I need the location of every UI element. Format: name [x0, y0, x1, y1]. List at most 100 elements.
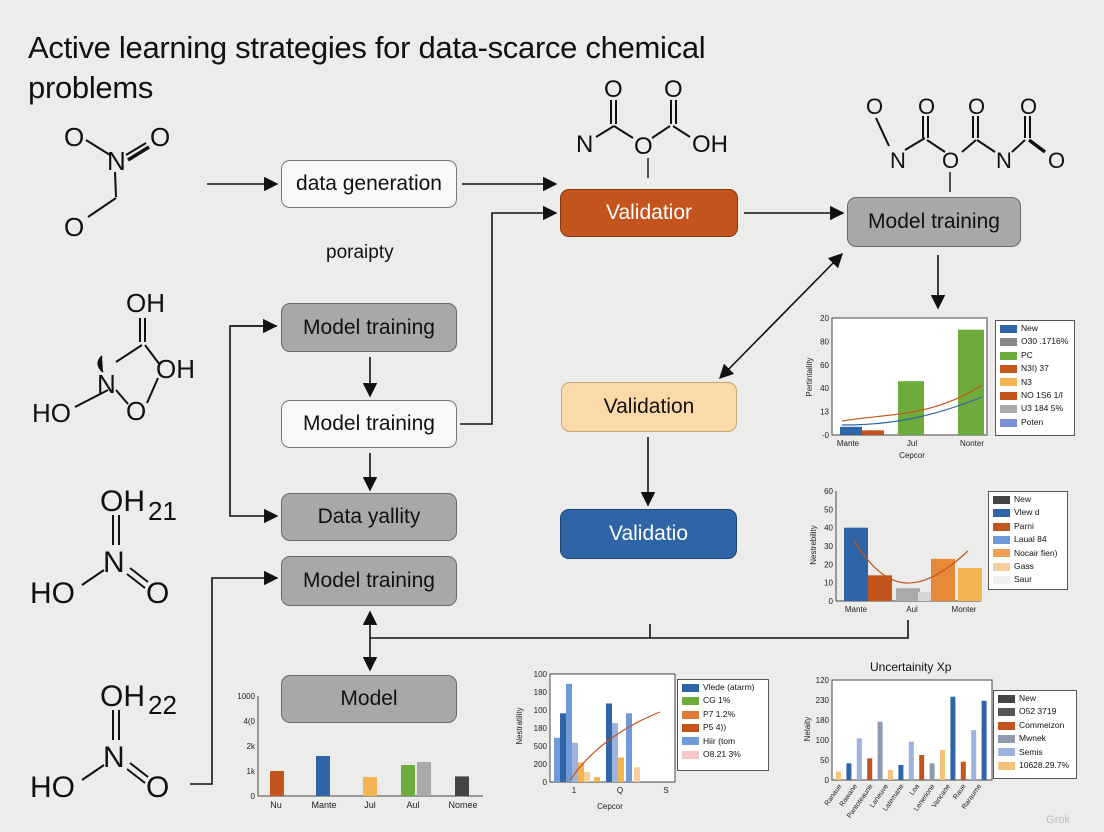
legend-swatch [1000, 391, 1017, 400]
legend-item: P5 4)) [682, 721, 764, 734]
x-tick-label: Loa [909, 783, 921, 797]
box-data-yallity[interactable]: Data yallity [281, 493, 457, 541]
legend-swatch [993, 576, 1010, 585]
legend-swatch [1000, 351, 1017, 360]
tick-label: 0 [251, 792, 256, 801]
arrow-mt2-to-validation [460, 205, 558, 425]
tick-label: 0 [829, 597, 834, 606]
bar [618, 757, 624, 782]
box-model-training-2[interactable]: Model training [281, 400, 457, 448]
legend-label: Gass [1014, 561, 1034, 572]
legend-item: Poten [1000, 416, 1070, 429]
legend-item: U3 184 5% [1000, 402, 1070, 415]
legend-label: O52 3719 [1019, 706, 1057, 717]
x-tick-label: Raue [952, 783, 967, 801]
svg-text:OH: OH [126, 288, 165, 318]
bar [958, 329, 984, 435]
axis-label: Nestrebility [809, 525, 818, 565]
box-validation-peach[interactable]: Validation [561, 382, 737, 432]
svg-text:O: O [942, 148, 959, 173]
bar [844, 527, 868, 601]
box-model[interactable]: Model [281, 675, 457, 723]
x-tick-label: Jul [364, 800, 376, 810]
tick-label: -0 [822, 431, 830, 440]
tick-label: 230 [816, 696, 830, 705]
bar [867, 758, 873, 780]
box-model-training-3[interactable]: Model training [281, 556, 457, 606]
legend-label: NO 1S6 1/I [1021, 390, 1064, 401]
tick-label: 180 [534, 688, 548, 697]
bar [572, 742, 578, 782]
chart-4-title: Uncertainity Xp [870, 660, 952, 674]
legend-item: New [1000, 322, 1070, 335]
bar [929, 763, 935, 780]
svg-text:HO: HO [32, 398, 71, 428]
legend-label: Commeizon [1019, 719, 1065, 730]
molecule-top-middle: O O N O OH [576, 76, 728, 178]
legend-item: Commeizon [998, 719, 1072, 732]
svg-text:O: O [634, 133, 653, 160]
trend-line [853, 540, 969, 584]
tick-label: 1000 [237, 692, 255, 701]
chart-3-legend: Vlede (atarm)CG 1%P7 1.2%P5 4))Hiir (tom… [677, 679, 769, 771]
svg-text:OH: OH [100, 485, 145, 518]
svg-text:N: N [996, 148, 1012, 173]
tick-label: 60 [820, 361, 829, 370]
bar [868, 575, 892, 601]
svg-text:N: N [576, 131, 593, 158]
bar [919, 755, 925, 780]
box-validation-blue[interactable]: Validatio [560, 509, 737, 559]
x-tick-label: Q [617, 786, 623, 795]
legend-item: O52 3719 [998, 705, 1072, 718]
trend-line-2 [841, 396, 983, 426]
legend-swatch [998, 694, 1015, 703]
bar [940, 750, 945, 780]
tick-label: 10 [824, 579, 833, 588]
bar [634, 767, 640, 782]
tick-label: 180 [816, 716, 830, 725]
bar [612, 723, 618, 782]
axis-label: Cepcor [899, 451, 925, 460]
box-validation-orange[interactable]: Validatior [560, 189, 738, 237]
label-poraipty: poraipty [326, 242, 394, 263]
bar [363, 777, 377, 796]
bar [918, 591, 942, 601]
legend-label: Poten [1021, 416, 1044, 427]
legend-item: Laual 84 [993, 533, 1063, 546]
box-data-generation[interactable]: data generation [281, 160, 457, 208]
svg-text:O: O [146, 771, 169, 804]
molecule-2: OH OH N O HO [32, 288, 195, 428]
svg-text:O: O [604, 76, 623, 103]
legend-swatch [682, 737, 699, 746]
box-model-training-top[interactable]: Model training [847, 197, 1021, 247]
legend-label: Vlew d [1014, 507, 1040, 518]
legend-item: N3I) 37 [1000, 362, 1070, 375]
svg-text:O: O [1048, 148, 1065, 173]
legend-label: Saur [1014, 574, 1032, 585]
legend-swatch [993, 509, 1010, 518]
bar [958, 568, 982, 601]
molecule-1: O N O O [64, 122, 170, 242]
x-tick-label: Aul [406, 800, 419, 810]
tick-label: 100 [816, 736, 830, 745]
legend-item: P7 1.2% [682, 708, 764, 721]
bar [417, 762, 431, 796]
legend-label: Laual 84 [1014, 534, 1047, 545]
bar [270, 771, 284, 796]
bar [960, 761, 966, 780]
legend-swatch [993, 562, 1010, 571]
legend-swatch [993, 495, 1010, 504]
svg-text:N: N [103, 741, 125, 774]
box-model-training-1[interactable]: Model training [281, 303, 457, 352]
legend-label: N3 [1021, 376, 1032, 387]
tick-label: 60 [824, 487, 833, 496]
legend-item: Nocair fien) [993, 547, 1063, 560]
legend-swatch [1000, 324, 1017, 333]
tick-label: 4(0 [243, 717, 255, 726]
legend-swatch [993, 549, 1010, 558]
legend-label: New [1021, 323, 1039, 333]
svg-text:O: O [126, 396, 146, 426]
watermark: Grok [1046, 814, 1070, 826]
